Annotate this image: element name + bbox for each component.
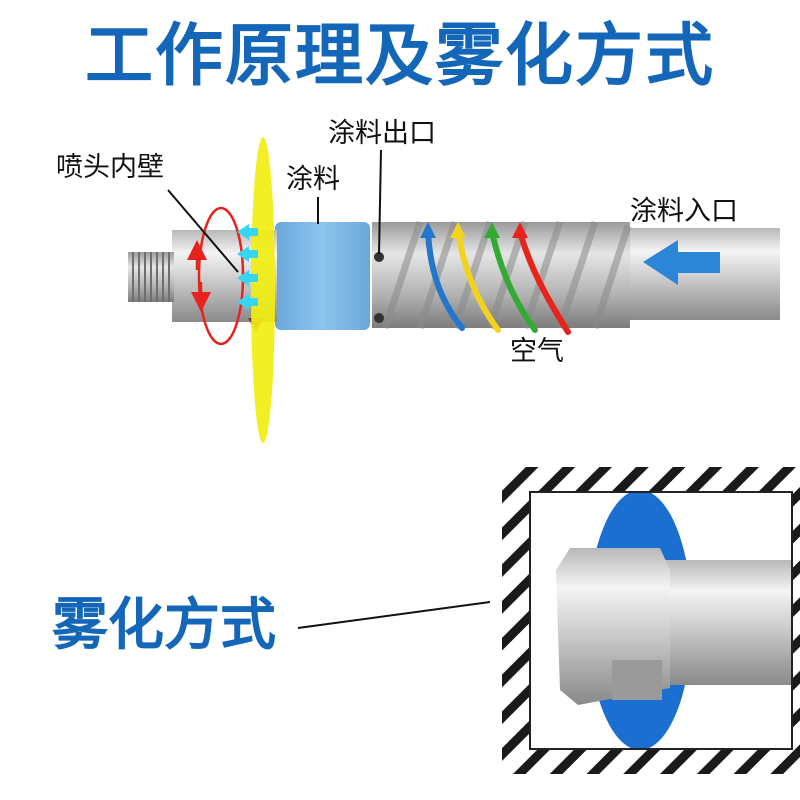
outlet-hole — [374, 313, 384, 323]
inlet-tube — [628, 228, 780, 320]
label-paint-inlet: 涂料入口 — [630, 196, 738, 228]
label-atomization: 雾化方式 — [52, 594, 276, 658]
label-nozzle-inner-wall: 喷头内壁 — [56, 152, 164, 184]
leader-atomization — [298, 602, 490, 628]
page-title: 工作原理及雾化方式 — [0, 12, 800, 102]
label-paint: 涂料 — [286, 164, 340, 196]
label-air: 空气 — [510, 336, 564, 368]
detail-box — [502, 467, 800, 774]
paint-ring — [275, 222, 370, 330]
spray-disc — [251, 137, 275, 443]
label-paint-outlet: 涂料出口 — [328, 118, 436, 150]
